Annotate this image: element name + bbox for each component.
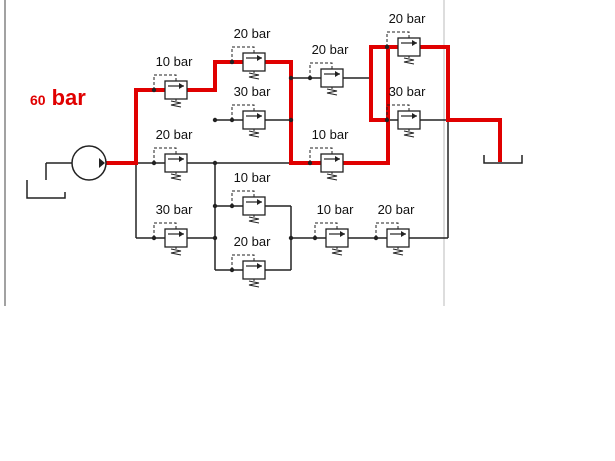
valve-pressure-label: 10 bar — [234, 170, 272, 185]
pilot-line — [231, 104, 255, 120]
junction-dot — [288, 235, 294, 241]
valve-pressure-label: 10 bar — [317, 202, 355, 217]
valve-body — [320, 153, 344, 173]
spring-icon — [392, 248, 404, 256]
pilot-line — [153, 222, 177, 238]
junction-dot — [288, 75, 294, 81]
valve-pressure-label: 20 bar — [389, 11, 427, 26]
valve-body — [320, 68, 344, 88]
junction-dot — [212, 160, 218, 166]
relief-valve: 10 bar — [312, 202, 355, 256]
spring-icon — [170, 248, 182, 256]
spring-icon — [403, 57, 415, 65]
valve-body — [325, 228, 349, 248]
spring-icon — [326, 173, 338, 181]
relief-valve: 30 bar — [229, 84, 272, 138]
valve-pressure-label: 30 bar — [234, 84, 272, 99]
relief-valve: 30 bar — [151, 202, 194, 256]
valve-pressure-label: 30 bar — [389, 84, 427, 99]
spring-icon — [248, 280, 260, 288]
tank-left-symbol — [26, 180, 66, 199]
system-pressure-value: 60 — [30, 92, 46, 108]
tank-right-symbol — [483, 155, 523, 164]
pilot-line — [314, 222, 338, 238]
spring-icon — [326, 88, 338, 96]
relief-valve: 10 bar — [307, 127, 350, 181]
junction-dot — [212, 235, 218, 241]
valve-pressure-label: 10 bar — [156, 54, 194, 69]
pilot-line — [386, 31, 410, 47]
valve-body — [242, 52, 266, 72]
valve-pressure-label: 20 bar — [234, 234, 272, 249]
junction-dot — [212, 203, 218, 209]
valve-body — [397, 110, 421, 130]
pilot-line — [231, 190, 255, 206]
relief-valve: 20 bar — [384, 11, 427, 65]
valve-body — [164, 228, 188, 248]
pilot-line — [386, 104, 410, 120]
valve-body — [164, 153, 188, 173]
relief-valve: 20 bar — [229, 26, 272, 80]
pilot-line — [153, 147, 177, 163]
spring-icon — [248, 72, 260, 80]
valve-pressure-label: 20 bar — [378, 202, 416, 217]
valve-body — [242, 110, 266, 130]
valve-pressure-label: 20 bar — [312, 42, 350, 57]
valve-pressure-label: 10 bar — [312, 127, 350, 142]
valve-body — [164, 80, 188, 100]
relief-valves-group: 10 bar 20 bar 30 bar 20 bar 20 bar 20 bar 30 b… — [151, 11, 427, 288]
relief-valve: 20 bar — [229, 234, 272, 288]
junction-dot — [288, 117, 294, 123]
valve-body — [397, 37, 421, 57]
pilot-line — [231, 254, 255, 270]
pilot-line — [231, 46, 255, 62]
pump-symbol — [45, 145, 107, 181]
relief-valve: 20 bar — [307, 42, 350, 96]
system-pressure-unit: bar — [52, 85, 87, 110]
pilot-line — [309, 62, 333, 78]
system-pressure-label: 60 bar — [30, 85, 86, 110]
spring-icon — [248, 216, 260, 224]
relief-valve: 30 bar — [384, 84, 427, 138]
relief-valve: 10 bar — [151, 54, 194, 108]
junction-dot — [212, 117, 218, 123]
valve-body — [242, 260, 266, 280]
valve-body — [386, 228, 410, 248]
valve-pressure-label: 20 bar — [156, 127, 194, 142]
valve-pressure-label: 30 bar — [156, 202, 194, 217]
spring-icon — [170, 100, 182, 108]
spring-icon — [248, 130, 260, 138]
pilot-line — [309, 147, 333, 163]
pilot-line — [375, 222, 399, 238]
spring-icon — [403, 130, 415, 138]
spring-icon — [170, 173, 182, 181]
valve-body — [242, 196, 266, 216]
relief-valve: 10 bar — [229, 170, 272, 224]
spring-icon — [331, 248, 343, 256]
valve-pressure-label: 20 bar — [234, 26, 272, 41]
pilot-line — [153, 74, 177, 90]
relief-valve: 20 bar — [151, 127, 194, 181]
relief-valve: 20 bar — [373, 202, 416, 256]
